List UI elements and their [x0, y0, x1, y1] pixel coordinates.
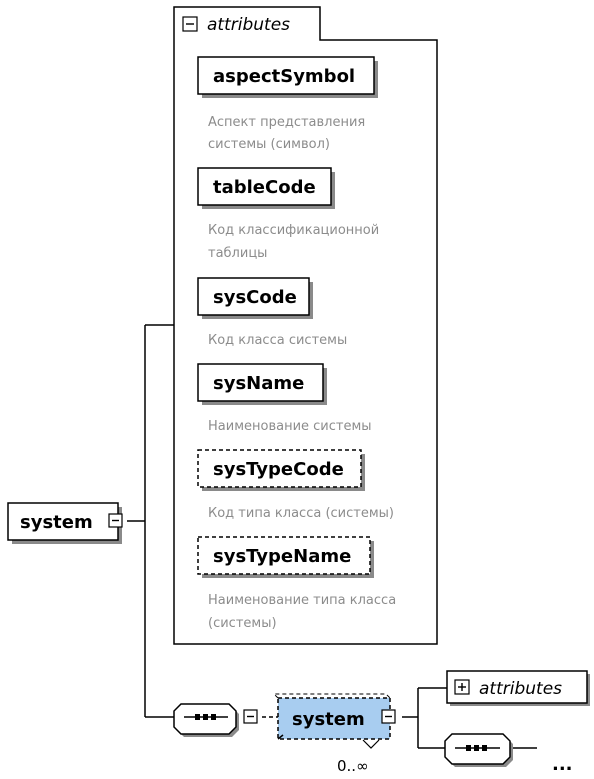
attribute-name: sysCode: [213, 287, 297, 308]
attribute-doc: таблицы: [208, 246, 267, 261]
attribute-name: aspectSymbol: [213, 66, 355, 87]
attribute-doc: Наименование типа класса: [208, 593, 396, 608]
expand-icon[interactable]: [454, 679, 470, 695]
child-attributes-group[interactable]: attributes: [446, 670, 590, 706]
sequence-compositor[interactable]: [173, 703, 239, 737]
root-element-label: system: [20, 512, 93, 533]
attribute-sysTypeCode[interactable]: sysTypeCode: [197, 449, 365, 491]
child-element-label: system: [292, 709, 365, 730]
collapse-icon[interactable]: [108, 513, 123, 528]
attribute-name: sysName: [213, 373, 304, 394]
collapse-icon[interactable]: [182, 16, 198, 32]
attribute-doc: Наименование системы: [208, 419, 372, 434]
attribute-doc: Код класса системы: [208, 333, 347, 348]
attribute-sysTypeName[interactable]: sysTypeName: [197, 536, 374, 578]
attribute-doc: системы (символ): [208, 137, 330, 152]
collapse-icon[interactable]: [243, 709, 258, 724]
attribute-name: sysTypeName: [213, 546, 351, 567]
child-element-system[interactable]: system: [272, 693, 391, 749]
nested-sequence-compositor[interactable]: [444, 733, 513, 767]
collapse-icon[interactable]: [381, 709, 396, 724]
attribute-sysName[interactable]: sysName: [197, 363, 327, 405]
attribute-tableCode[interactable]: tableCode: [197, 167, 335, 209]
attribute-doc: Код классификационной: [208, 223, 379, 238]
attribute-name: sysTypeCode: [213, 459, 344, 480]
attribute-sysCode[interactable]: sysCode: [197, 277, 313, 319]
attribute-doc: (системы): [208, 616, 277, 631]
attribute-doc: Аспект представления: [208, 115, 365, 130]
occurrence-label: 0..∞: [337, 757, 369, 775]
root-element-system[interactable]: system: [7, 502, 122, 544]
child-attributes-title: attributes: [479, 679, 562, 699]
attributes-group-title: attributes: [207, 15, 290, 35]
connectors: [127, 324, 537, 749]
attribute-aspectSymbol[interactable]: aspectSymbol: [197, 56, 378, 98]
attribute-doc: Код типа класса (системы): [208, 506, 394, 521]
attribute-name: tableCode: [213, 177, 316, 198]
more-ellipsis: ...: [552, 754, 573, 775]
